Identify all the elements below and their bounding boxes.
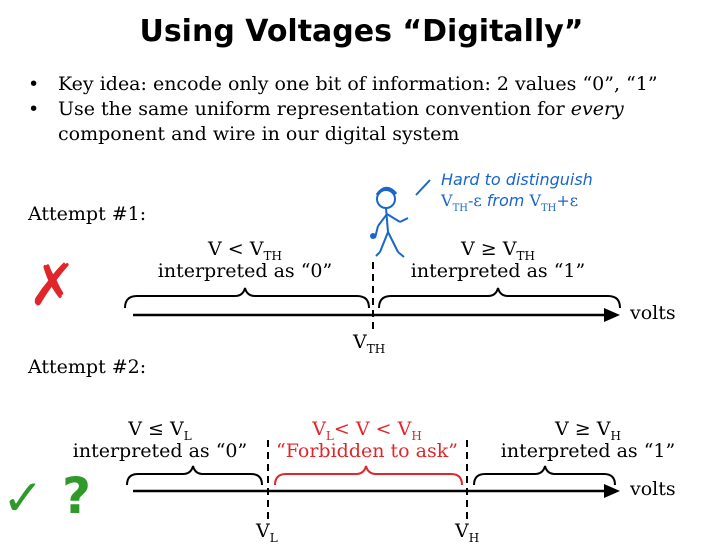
axis-label-volts-2: volts bbox=[630, 478, 676, 500]
attempt-2-right-label: V ≥ VH interpreted as “1” bbox=[488, 418, 688, 462]
stick-figure-illustration bbox=[374, 179, 431, 258]
bullet-text-rest: component and wire in our digital system bbox=[58, 123, 460, 145]
attempt-2-forbidden-label: VL< V < VH “Forbidden to ask” bbox=[272, 418, 462, 462]
attempt-2-left-label: V ≤ VL interpreted as “0” bbox=[60, 418, 260, 462]
condition-v-ge-vth: V ≥ VTH bbox=[461, 238, 535, 263]
slide-title: Using Voltages “Digitally” bbox=[139, 14, 584, 49]
question-mark-icon: ? bbox=[62, 467, 92, 525]
forbidden-text: “Forbidden to ask” bbox=[276, 440, 458, 462]
bullet-emphasis: every bbox=[570, 98, 624, 120]
stick-figure-hand bbox=[370, 233, 376, 239]
interpretation-one: interpreted as “1” bbox=[410, 260, 586, 282]
bullet-text: Key idea: encode only one bit of informa… bbox=[58, 73, 658, 95]
axis-label-volts-1: volts bbox=[630, 302, 676, 324]
bullet-list: • Key idea: encode only one bit of infor… bbox=[28, 72, 718, 147]
interpretation-zero: interpreted as “0” bbox=[157, 260, 333, 282]
x-mark-icon: ✗ bbox=[28, 251, 77, 319]
axis-arrowhead-2 bbox=[604, 484, 620, 498]
attempt-2-label: Attempt #2: bbox=[28, 356, 147, 378]
bullet-item: • Use the same uniform representation co… bbox=[28, 97, 718, 147]
attempt-1-label: Attempt #1: bbox=[28, 203, 147, 225]
condition-vl-lt-v-lt-vh: VL< V < VH bbox=[312, 418, 422, 443]
condition-v-ge-vh: V ≥ VH bbox=[555, 418, 621, 443]
threshold-label-vl: VL bbox=[256, 520, 278, 545]
brace-forbidden bbox=[274, 465, 463, 486]
bullet-text: Use the same uniform representation conv… bbox=[58, 98, 571, 120]
attempt-1-left-label: V < VTH interpreted as “0” bbox=[150, 238, 340, 282]
interpretation-one: interpreted as “1” bbox=[500, 440, 676, 462]
brace-left-1 bbox=[124, 287, 370, 309]
bullet-marker: • bbox=[28, 98, 40, 120]
check-mark-icon: ✓ bbox=[2, 469, 44, 527]
bullet-item: • Key idea: encode only one bit of infor… bbox=[28, 72, 718, 97]
bullet-marker: • bbox=[28, 73, 40, 95]
brace-right-1 bbox=[378, 287, 621, 309]
speech-note-line1: Hard to distinguish bbox=[441, 170, 593, 189]
brace-right-2 bbox=[473, 465, 616, 486]
interpretation-zero: interpreted as “0” bbox=[72, 440, 248, 462]
axis-arrowhead-1 bbox=[604, 308, 620, 322]
brace-left-2 bbox=[126, 465, 263, 486]
threshold-label-vth: VTH bbox=[353, 331, 386, 356]
condition-v-lt-vth: V < VTH bbox=[208, 238, 282, 263]
threshold-label-vh: VH bbox=[455, 520, 480, 545]
attempt-1-right-label: V ≥ VTH interpreted as “1” bbox=[403, 238, 593, 282]
speech-note-line2: VTH-ε from VTH+ε bbox=[441, 191, 579, 214]
condition-v-le-vl: V ≤ VL bbox=[128, 418, 192, 443]
